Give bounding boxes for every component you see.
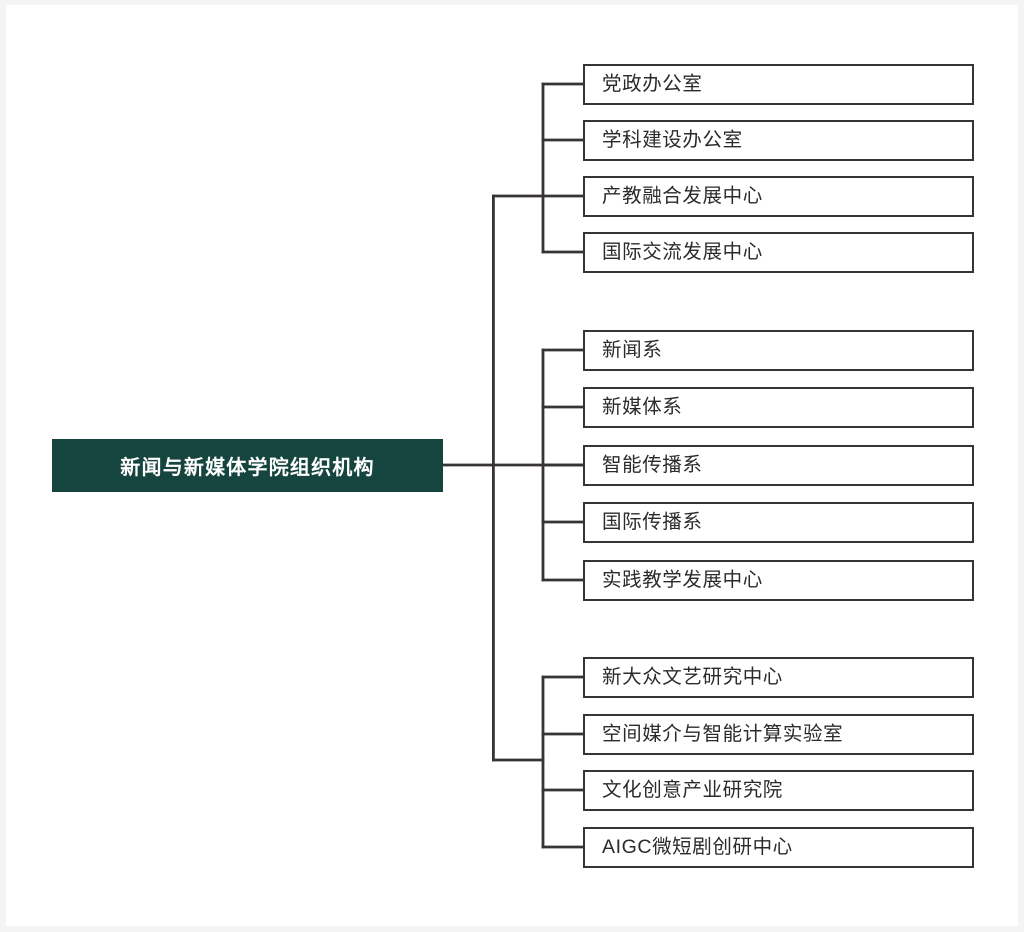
- node-label: 新大众文艺研究中心: [602, 665, 783, 688]
- node-label: 国际交流发展中心: [602, 240, 763, 263]
- node-department-1[interactable]: 新闻系: [583, 330, 974, 371]
- node-label: 国际传播系: [602, 510, 703, 533]
- node-label: 空间媒介与智能计算实验室: [602, 722, 844, 745]
- node-label: 新闻系: [602, 338, 663, 361]
- node-institute-3[interactable]: 文化创意产业研究院: [583, 770, 974, 811]
- node-department-4[interactable]: 国际传播系: [583, 502, 974, 543]
- node-department-3[interactable]: 智能传播系: [583, 445, 974, 486]
- node-label: 实践教学发展中心: [602, 568, 763, 591]
- node-label: AIGC微短剧创研中心: [602, 835, 793, 858]
- node-administrative-1[interactable]: 党政办公室: [583, 64, 974, 105]
- root-node-label: 新闻与新媒体学院组织机构: [120, 457, 375, 479]
- node-administrative-4[interactable]: 国际交流发展中心: [583, 232, 974, 273]
- node-institute-1[interactable]: 新大众文艺研究中心: [583, 657, 974, 698]
- node-label: 新媒体系: [602, 395, 683, 418]
- node-administrative-3[interactable]: 产教融合发展中心: [583, 176, 974, 217]
- node-label: 智能传播系: [602, 453, 703, 476]
- node-administrative-2[interactable]: 学科建设办公室: [583, 120, 974, 161]
- node-label: 产教融合发展中心: [602, 184, 763, 207]
- node-label: 文化创意产业研究院: [602, 778, 783, 801]
- node-institute-4[interactable]: AIGC微短剧创研中心: [583, 827, 974, 868]
- node-label: 党政办公室: [602, 72, 703, 95]
- node-department-2[interactable]: 新媒体系: [583, 387, 974, 428]
- node-department-5[interactable]: 实践教学发展中心: [583, 560, 974, 601]
- node-institute-2[interactable]: 空间媒介与智能计算实验室: [583, 714, 974, 755]
- root-node[interactable]: 新闻与新媒体学院组织机构: [52, 439, 443, 492]
- node-label: 学科建设办公室: [602, 128, 743, 151]
